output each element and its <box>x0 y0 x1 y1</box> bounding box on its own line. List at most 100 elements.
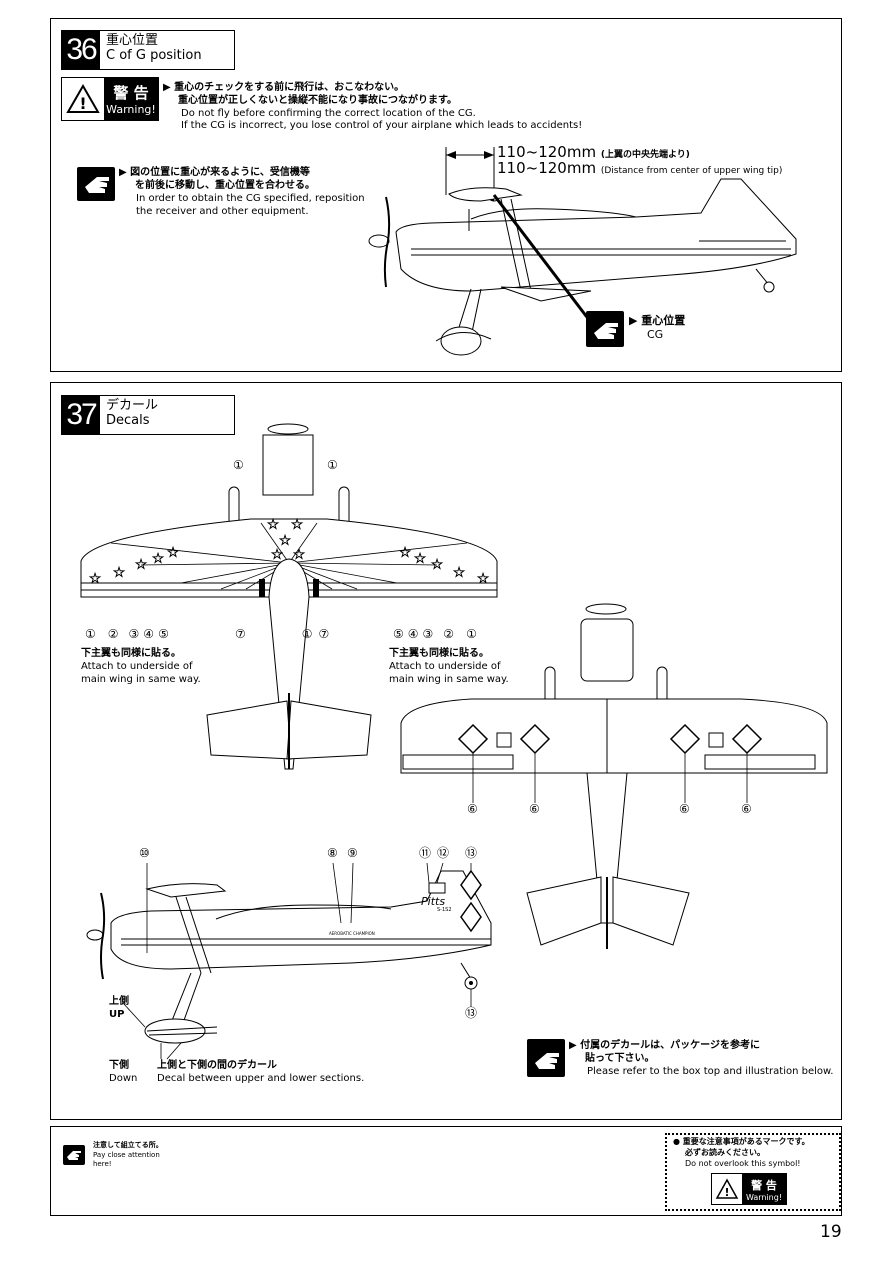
cg-note-line3: In order to obtain the CG specified, rep… <box>136 193 365 204</box>
svg-text:☆: ☆ <box>431 557 444 573</box>
fuselage-decal-text-1: AEROBATIC CHAMPION <box>329 931 375 936</box>
underside-note-left-en1: Attach to underside of <box>81 661 193 672</box>
warning-text-line4: If the CG is incorrect, you lose control… <box>181 120 583 131</box>
decal-hand-icon <box>527 1039 565 1077</box>
legend-left-jp: 注意して組立てる所。 <box>93 1141 163 1149</box>
underside-note-left-jp: 下主翼も同様に貼る。 <box>81 648 181 659</box>
warning-text-line2: 重心位置が正しくないと操縦不能になり事故につながります。 <box>178 95 457 106</box>
up-label-en: UP <box>109 1009 125 1020</box>
warning-badge: ! 警 告 Warning! <box>61 77 159 121</box>
step-number: 37 <box>62 396 100 434</box>
symbol-note-box: ● 重要な注意事項があるマークです。 必ずお読みください。 Do not ove… <box>665 1133 841 1211</box>
warning-label-jp: 警 告 <box>113 84 149 102</box>
down-label-jp: 下側 <box>109 1060 129 1071</box>
decal-number-8: ⑧ <box>327 846 338 860</box>
cg-distance-jp-note: (上翼の中央先端より) <box>600 150 690 160</box>
decal-note-line1: ▶ 付属のデカールは、パッケージを参考に <box>569 1040 760 1051</box>
cg-hand-icon <box>586 311 624 347</box>
cg-distance-jp: 110~120mm <box>497 143 597 161</box>
between-label-en: Decal between upper and lower sections. <box>157 1073 365 1084</box>
decal-number-top-right: ① <box>327 458 338 472</box>
cg-note-line4: the receiver and other equipment. <box>136 206 309 217</box>
svg-text:☆: ☆ <box>414 551 427 567</box>
decal-numbers-center: ⑦ ① ⑦ <box>235 627 330 641</box>
cg-note-line2: を前後に移動し、重心位置を合わせる。 <box>135 180 315 191</box>
fuselage-decal-text-3: Pitts <box>421 895 446 908</box>
fuselage-decal-text-2: S-1S2 <box>437 907 452 913</box>
legend-warning-badge: ! 警 告 Warning! <box>711 1173 787 1205</box>
legend-warning-en: Warning! <box>745 1192 783 1202</box>
decal-6-d: ⑥ <box>741 802 752 816</box>
down-label-en: Down <box>109 1073 138 1084</box>
decal-numbers-right: ⑤ ④ ③ ② ① <box>393 627 477 641</box>
decal-number-top-left: ① <box>233 458 244 472</box>
warning-triangle-icon: ! <box>62 78 104 120</box>
cg-label-jp: ▶ 重心位置 <box>629 314 686 327</box>
step-title-en: Decals <box>106 413 150 428</box>
step-36-header: 36 重心位置 C of G position <box>61 30 235 70</box>
warning-text-line3: Do not fly before confirming the correct… <box>181 108 476 119</box>
svg-text:☆: ☆ <box>113 565 126 581</box>
decal-6-c: ⑥ <box>679 802 690 816</box>
legend-hand-icon <box>63 1145 85 1165</box>
cg-note-line1: ▶ 図の位置に重心が来るように、受信機等 <box>119 167 310 178</box>
step-number: 36 <box>62 31 100 69</box>
legend-warning-jp: 警 告 <box>751 1178 777 1192</box>
underside-note-right-en1: Attach to underside of <box>389 661 501 672</box>
svg-text:☆: ☆ <box>453 565 466 581</box>
warning-text-line1: ▶ 重心のチェックをする前に飛行は、おこなわない。 <box>163 82 405 93</box>
legend-panel: 注意して組立てる所。 Pay close attention here! ● 重… <box>50 1126 842 1216</box>
svg-text:☆: ☆ <box>293 547 306 563</box>
step-title-jp: デカール <box>106 398 159 413</box>
legend-left-en2: here! <box>93 1160 112 1168</box>
page-number: 19 <box>820 1222 842 1242</box>
between-label-jp: 上側と下側の間のデカール <box>157 1060 277 1071</box>
pointing-hand-icon <box>77 167 115 201</box>
decal-number-13-top: ⑬ <box>465 846 478 860</box>
step-title-jp: 重心位置 <box>106 33 159 48</box>
symbol-note-jp2: 必ずお読みください。 <box>685 1148 765 1157</box>
decal-number-11: ⑪ <box>419 846 432 860</box>
symbol-note-jp1: ● 重要な注意事項があるマークです。 <box>673 1137 810 1146</box>
top-view-drawing: ☆☆☆☆☆ ☆☆☆☆☆ ☆☆☆☆☆ <box>80 423 498 770</box>
decal-number-13-bottom: ⑬ <box>465 1006 478 1020</box>
cg-side-view-drawing <box>368 147 797 356</box>
legend-left-en1: Pay close attention <box>93 1151 160 1159</box>
underside-note-right-en2: main wing in same way. <box>389 674 509 685</box>
decal-numbers-left: ① ② ③ ④ ⑤ <box>85 627 169 641</box>
decal-6-b: ⑥ <box>529 802 540 816</box>
svg-text:☆: ☆ <box>477 571 490 587</box>
svg-text:!: ! <box>79 94 86 113</box>
bottom-view-drawing <box>400 603 828 949</box>
cg-distance-en: 110~120mm <box>497 159 597 177</box>
svg-text:☆: ☆ <box>271 547 284 563</box>
step-37-panel: 37 デカール Decals ☆☆☆☆☆ ☆☆☆☆☆ ☆☆☆☆☆ <box>50 382 842 1120</box>
svg-text:!: ! <box>724 1186 729 1199</box>
svg-text:☆: ☆ <box>152 551 165 567</box>
svg-text:☆: ☆ <box>167 545 180 561</box>
decal-number-10: ⑩ <box>139 846 150 860</box>
cg-distance-en-note: (Distance from center of upper wing tip) <box>600 166 783 176</box>
step-36-panel: 36 重心位置 C of G position ! 警 告 Warning! ▶… <box>50 18 842 372</box>
cg-label-en: CG <box>647 328 664 341</box>
decal-number-9: ⑨ <box>347 846 358 860</box>
svg-text:☆: ☆ <box>267 517 280 533</box>
decal-note-line3: Please refer to the box top and illustra… <box>587 1066 834 1077</box>
svg-text:☆: ☆ <box>399 545 412 561</box>
warning-label-en: Warning! <box>106 103 156 116</box>
decal-number-12: ⑫ <box>437 846 450 860</box>
decal-note-line2: 貼って下さい。 <box>585 1053 655 1064</box>
warning-triangle-icon: ! <box>712 1174 742 1204</box>
underside-note-right-jp: 下主翼も同様に貼る。 <box>389 648 489 659</box>
symbol-note-en: Do not overlook this symbol! <box>685 1159 801 1168</box>
svg-text:☆: ☆ <box>135 557 148 573</box>
decal-6-a: ⑥ <box>467 802 478 816</box>
underside-note-left-en2: main wing in same way. <box>81 674 201 685</box>
step-title-en: C of G position <box>106 48 202 63</box>
svg-text:☆: ☆ <box>89 571 102 587</box>
up-label-jp: 上側 <box>109 996 129 1007</box>
svg-text:☆: ☆ <box>291 517 304 533</box>
step-37-header: 37 デカール Decals <box>61 395 235 435</box>
svg-text:☆: ☆ <box>279 533 292 549</box>
side-view-decals-drawing <box>86 862 492 1060</box>
